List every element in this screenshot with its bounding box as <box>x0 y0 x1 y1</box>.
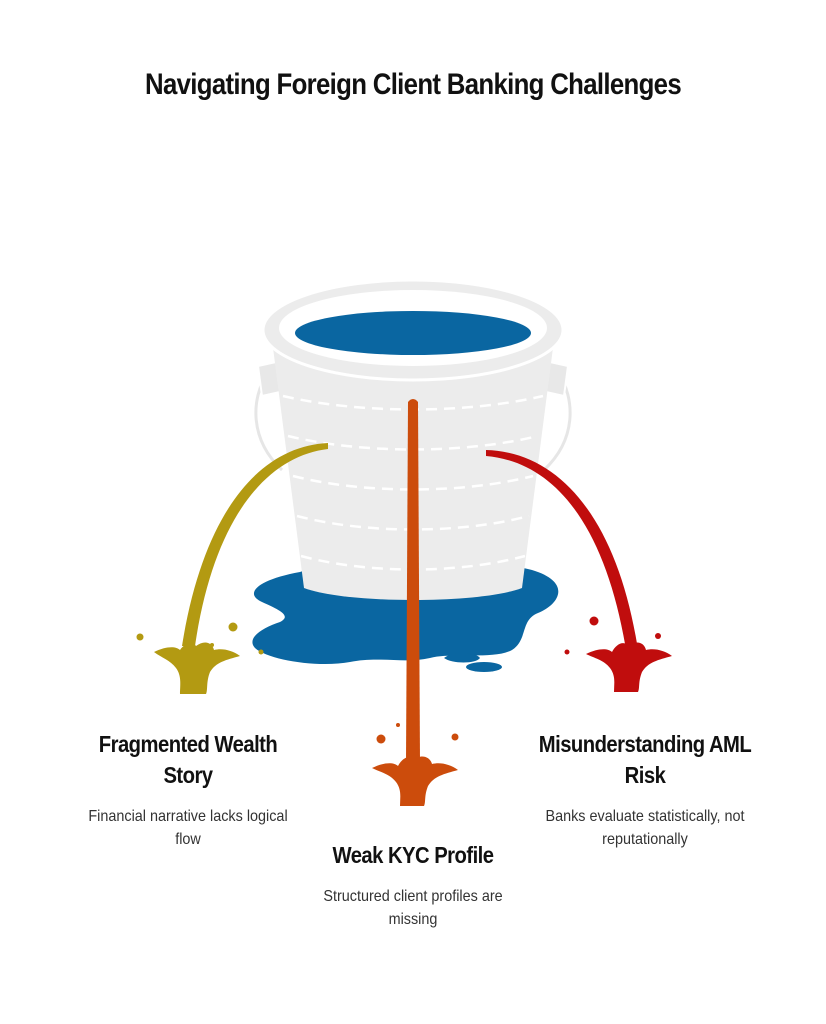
center-leak-stream <box>406 399 420 762</box>
right-leak-stream <box>486 450 638 650</box>
challenge-heading: Misunderstanding AML Risk <box>538 731 752 788</box>
challenge-weak-kyc-profile: Weak KYC Profile Structured client profi… <box>290 840 536 931</box>
challenge-heading: Fragmented Wealth Story <box>98 731 278 788</box>
right-splash <box>586 642 672 692</box>
water-droplet <box>466 662 502 672</box>
left-splash <box>154 642 240 694</box>
challenge-misunderstanding-aml-risk: Misunderstanding AML Risk Banks evaluate… <box>520 729 770 851</box>
left-splash-drop <box>136 633 144 641</box>
water-droplet <box>444 652 480 663</box>
center-splash-drop <box>396 723 400 727</box>
left-splash-drop <box>210 643 214 647</box>
center-splash-drop <box>376 734 386 744</box>
right-splash-drop <box>655 633 661 639</box>
bucket-band <box>292 474 534 491</box>
right-splash-drop <box>589 616 599 626</box>
challenge-heading: Weak KYC Profile <box>332 842 494 868</box>
center-splash-drop <box>451 733 459 741</box>
challenge-description: Banks evaluate statistically, not reputa… <box>545 808 745 848</box>
page-title: Navigating Foreign Client Banking Challe… <box>145 68 682 101</box>
bucket-water-surface <box>295 311 531 355</box>
left-splash-drop <box>228 622 238 632</box>
left-leak-stream <box>182 443 328 646</box>
challenge-description: Financial narrative lacks logical flow <box>88 808 288 848</box>
center-splash <box>372 756 458 806</box>
right-splash-drop <box>564 649 570 655</box>
challenge-description: Structured client profiles are missing <box>323 888 503 928</box>
challenge-fragmented-wealth-story: Fragmented Wealth Story Financial narrat… <box>70 729 306 851</box>
bucket-band <box>287 434 539 451</box>
left-splash-drop <box>258 649 264 655</box>
